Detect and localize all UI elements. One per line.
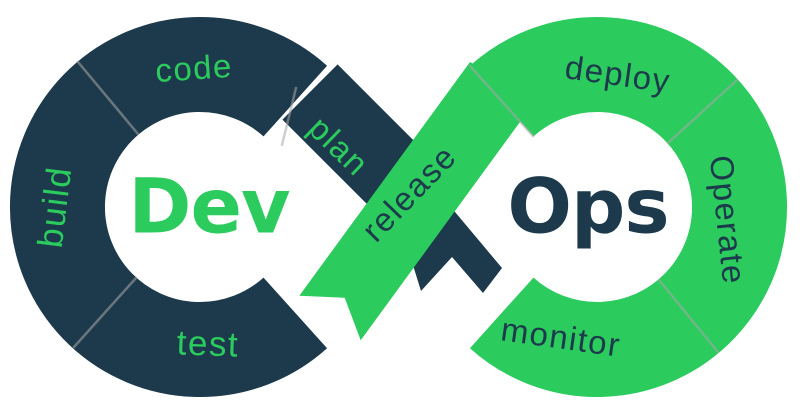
label-test: test — [176, 323, 240, 364]
separator-deploy-operate — [666, 78, 739, 145]
separator-code-plan — [280, 86, 298, 147]
dev-title: Dev — [128, 162, 290, 251]
ops-loop-ring — [469, 17, 787, 397]
release-band — [299, 62, 536, 341]
ops-title: Ops — [507, 162, 668, 251]
monitor-to-plan-arrowhead — [412, 206, 502, 293]
separator-test-build — [72, 276, 138, 349]
dev-loop-ring — [10, 17, 328, 397]
label-code: code — [154, 47, 234, 89]
separator-release-deploy — [468, 64, 535, 138]
separator-operate-monitor — [657, 278, 720, 354]
separator-build-code — [76, 60, 140, 136]
